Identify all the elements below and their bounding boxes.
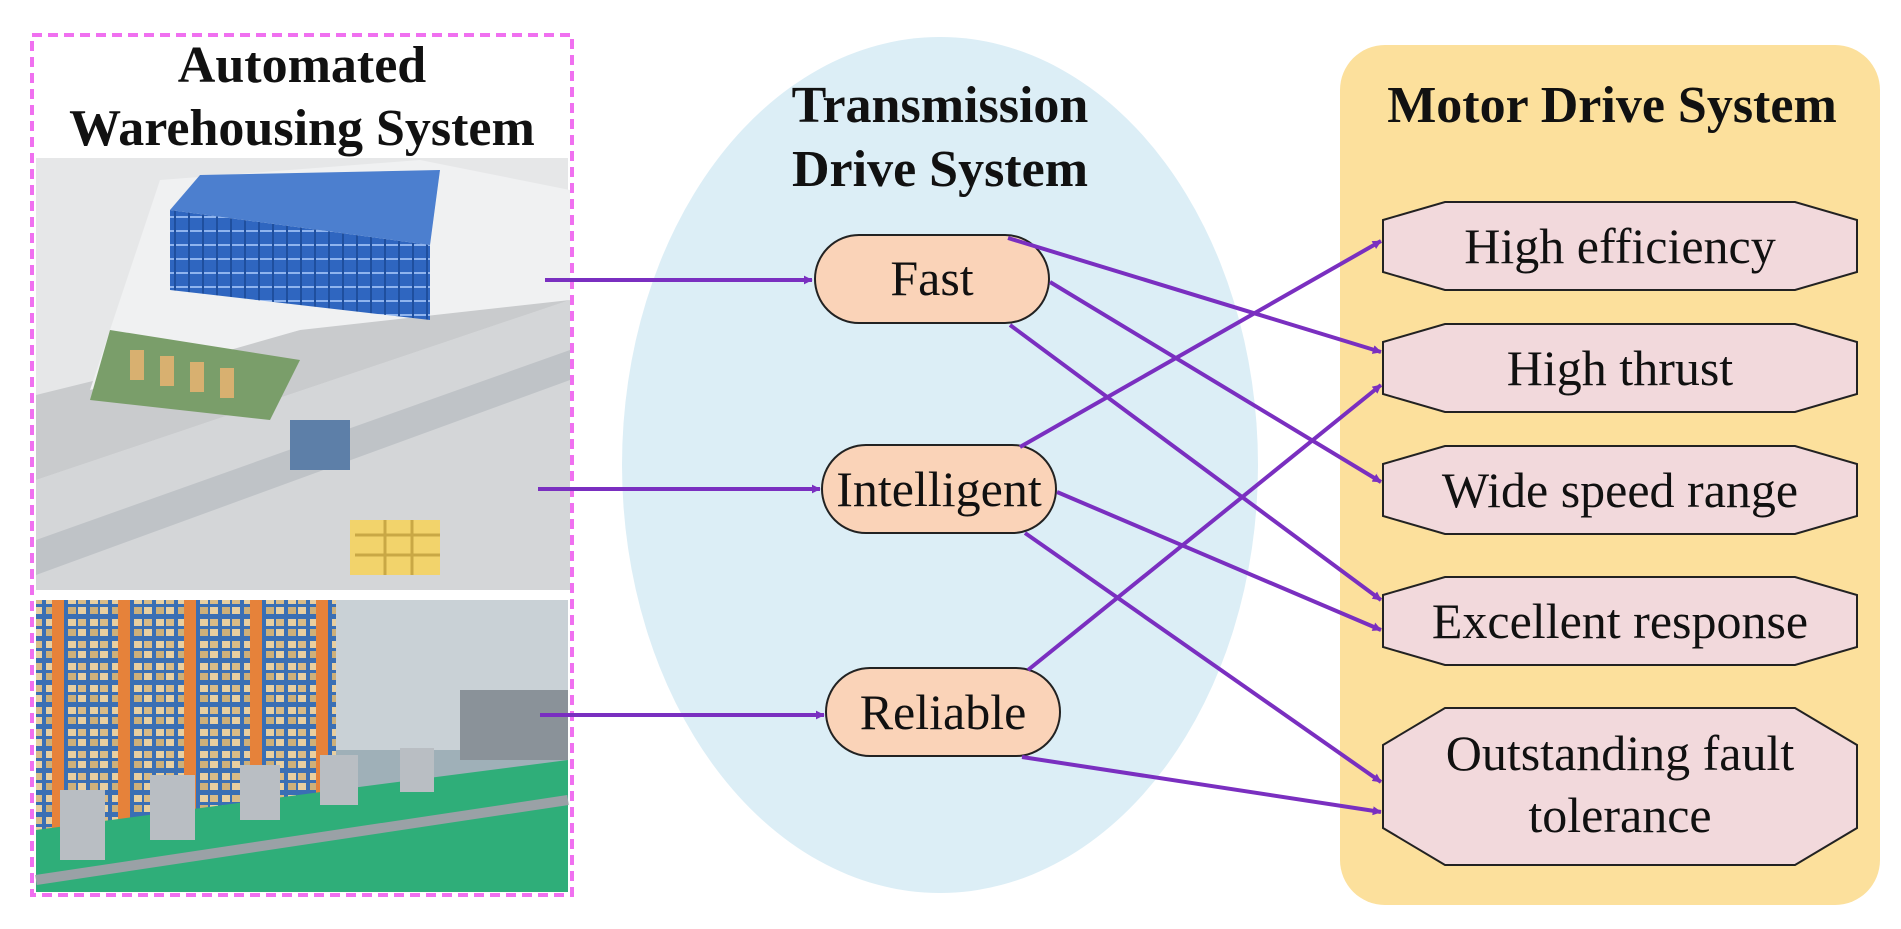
node-high-thrust-shape [1382,323,1858,413]
left-title-line-1: Automated [178,37,427,94]
node-intelligent-shape [821,444,1057,534]
middle-title-line-1: Transmission [792,77,1089,134]
node-excellent-response-shape [1382,576,1858,666]
node-wide-speed-range-shape [1382,445,1858,535]
node-high-thrust-label: High thrust [1507,340,1734,396]
arrow-reliable-to-fault-tolerance [1021,755,1382,816]
arrow-reliable-to-high-thrust [1026,383,1383,672]
arrow-intelligent-to-excellent-response [1056,490,1382,632]
node-fast-label: Fast [890,250,973,306]
arrow-fast-to-excellent-response [1008,323,1383,602]
middle-title-line-2: Drive System [792,141,1088,198]
warehouse-photo-image [35,600,569,892]
node-reliable-shape [825,667,1061,757]
node-fault-tolerance-label-line-1: Outstanding fault [1446,725,1795,781]
node-excellent-response-label: Excellent response [1432,593,1808,649]
node-high-efficiency-label: High efficiency [1464,218,1775,274]
node-fast-shape [814,234,1050,324]
node-high-thrust: High thrust [1382,323,1858,413]
node-high-efficiency-shape [1382,201,1858,291]
middle-panel: Transmission Drive System Fast Intellige… [622,37,1258,893]
node-fault-tolerance-shape [1382,707,1858,866]
connector-arrows [538,236,1383,816]
warehouse-render-image [36,158,570,590]
node-excellent-response: Excellent response [1382,576,1858,666]
node-high-efficiency: High efficiency [1382,201,1858,291]
right-panel: Motor Drive System High efficiency High … [1340,45,1880,905]
right-title: Motor Drive System [1387,77,1837,134]
left-title-line-2: Warehousing System [69,100,535,157]
node-fault-tolerance: Outstanding fault tolerance [1382,707,1858,866]
arrow-intelligent-to-high-efficiency [1019,239,1382,449]
node-wide-speed-range-label: Wide speed range [1442,462,1798,518]
node-intelligent-label: Intelligent [836,461,1042,517]
left-panel: Automated Warehousing System [30,33,574,897]
arrow-fast-to-high-thrust [1007,236,1382,354]
arrow-intelligent-to-fault-tolerance [1023,531,1383,784]
node-intelligent: Intelligent [821,444,1057,534]
node-fast: Fast [814,234,1050,324]
node-reliable: Reliable [825,667,1061,757]
arrow-fast-to-wide-speed-range [1048,280,1383,484]
node-wide-speed-range: Wide speed range [1382,445,1858,535]
node-fault-tolerance-label-line-2: tolerance [1528,787,1711,843]
node-reliable-label: Reliable [860,684,1027,740]
